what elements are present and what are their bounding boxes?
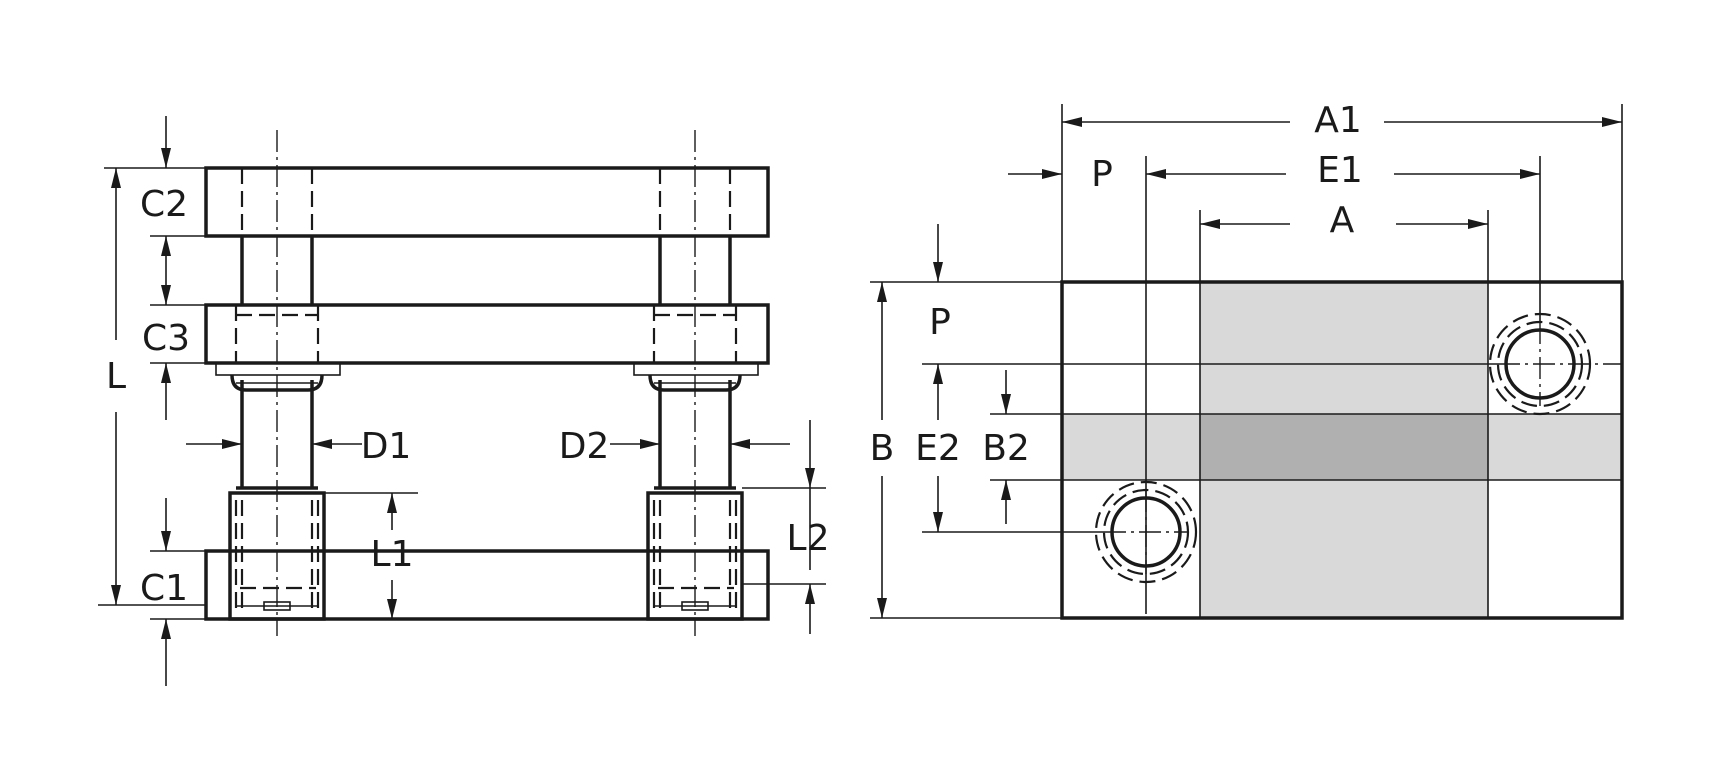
label-E2: E2 xyxy=(915,428,961,469)
hole-top-right xyxy=(1488,312,1622,416)
label-L2: L2 xyxy=(787,518,830,559)
base-outline xyxy=(1060,280,1624,620)
dimension-E1: P E1 xyxy=(1008,150,1541,614)
dimension-B2: B2 xyxy=(982,370,1062,524)
label-L1: L1 xyxy=(371,534,414,575)
label-L: L xyxy=(106,356,126,397)
label-D1: D1 xyxy=(361,426,412,467)
label-P-top: P xyxy=(1091,154,1113,195)
right-pillar xyxy=(633,130,759,636)
label-A: A xyxy=(1330,200,1355,241)
center-overlap-fill xyxy=(1200,414,1488,480)
label-E1: E1 xyxy=(1317,150,1363,191)
left-pillar xyxy=(215,130,341,636)
dimension-L2: L2 xyxy=(742,420,829,634)
label-A1: A1 xyxy=(1314,100,1362,141)
dimension-E2: E2 xyxy=(915,363,1498,533)
label-C2: C2 xyxy=(140,184,188,225)
dimension-A: A xyxy=(1199,200,1489,282)
dimension-C3: C3 xyxy=(142,235,206,420)
label-C3: C3 xyxy=(142,318,190,359)
dimension-B: B xyxy=(870,281,1062,619)
front-view: L C2 C3 C1 D1 xyxy=(98,116,829,686)
label-B: B xyxy=(870,428,895,469)
dimension-D2: D2 xyxy=(559,426,790,467)
dimension-A1: A1 xyxy=(1061,100,1623,282)
middle-plate xyxy=(204,303,770,365)
bottom-plate xyxy=(204,549,770,621)
dimension-L1: L1 xyxy=(324,492,418,619)
dimension-L: L xyxy=(98,167,206,606)
dimension-C1: C1 xyxy=(140,498,206,686)
dimension-P-side: P xyxy=(929,224,951,343)
label-B2: B2 xyxy=(982,428,1030,469)
top-view: A1 P E1 A B xyxy=(870,100,1624,620)
dimension-C2: C2 xyxy=(140,116,188,225)
dimension-D1: D1 xyxy=(186,426,411,467)
top-plate xyxy=(204,166,770,238)
label-C1: C1 xyxy=(140,568,188,609)
label-D2: D2 xyxy=(559,426,610,467)
label-P-side: P xyxy=(929,302,951,343)
